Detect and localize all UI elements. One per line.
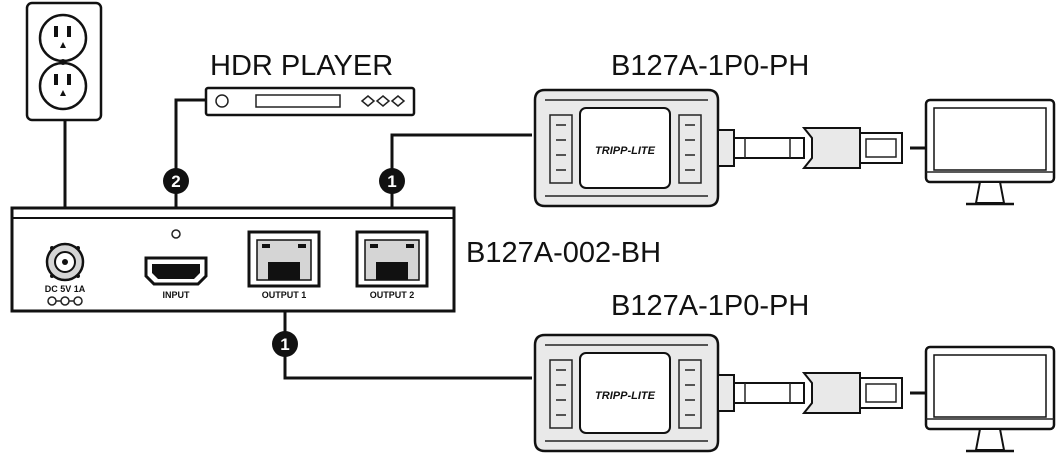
receiver-top-grip-left	[549, 114, 573, 184]
output1-port-label: OUTPUT 1	[262, 290, 307, 300]
receiver-bottom-grip-left	[549, 359, 573, 429]
svg-text:1: 1	[280, 335, 289, 354]
receiver-top-brand: TRIPP-LITE	[595, 145, 656, 157]
output2-cable	[390, 133, 532, 240]
receiver-top-label: B127A-1P0-PH	[611, 50, 809, 82]
badge-output1-cable: 1	[272, 331, 298, 357]
wall-outlet	[25, 1, 103, 122]
hdr-player-label: HDR PLAYER	[210, 50, 393, 82]
power-port	[45, 242, 85, 282]
output1-port	[247, 230, 321, 288]
hdmi-input-port	[144, 229, 208, 286]
output2-port	[355, 230, 429, 288]
svg-text:2: 2	[171, 172, 180, 191]
monitor-bottom-icon	[924, 345, 1056, 453]
receiver-bottom-brand: TRIPP-LITE	[595, 390, 656, 402]
receiver-top-grip-right	[678, 114, 702, 184]
monitor-top-icon	[924, 98, 1056, 206]
input-port-label: INPUT	[163, 290, 191, 300]
output2-port-label: OUTPUT 2	[370, 290, 415, 300]
receiver-top: TRIPP-LITE	[533, 88, 903, 208]
splitter-device: DC 5V 1A INPUT OUTPUT 1	[10, 206, 456, 313]
receiver-bottom-grip-right	[678, 359, 702, 429]
badge-hdmi-cable: 2	[163, 168, 189, 194]
receiver-bottom-label: B127A-1P0-PH	[611, 290, 809, 322]
splitter-label: B127A-002-BH	[466, 237, 661, 269]
hdr-player	[204, 86, 416, 117]
badge-output2-cable: 1	[379, 168, 405, 194]
svg-text:1: 1	[387, 172, 396, 191]
power-polarity-icon	[47, 296, 83, 306]
power-port-label: DC 5V 1A	[45, 284, 86, 294]
receiver-bottom: TRIPP-LITE	[533, 333, 903, 453]
